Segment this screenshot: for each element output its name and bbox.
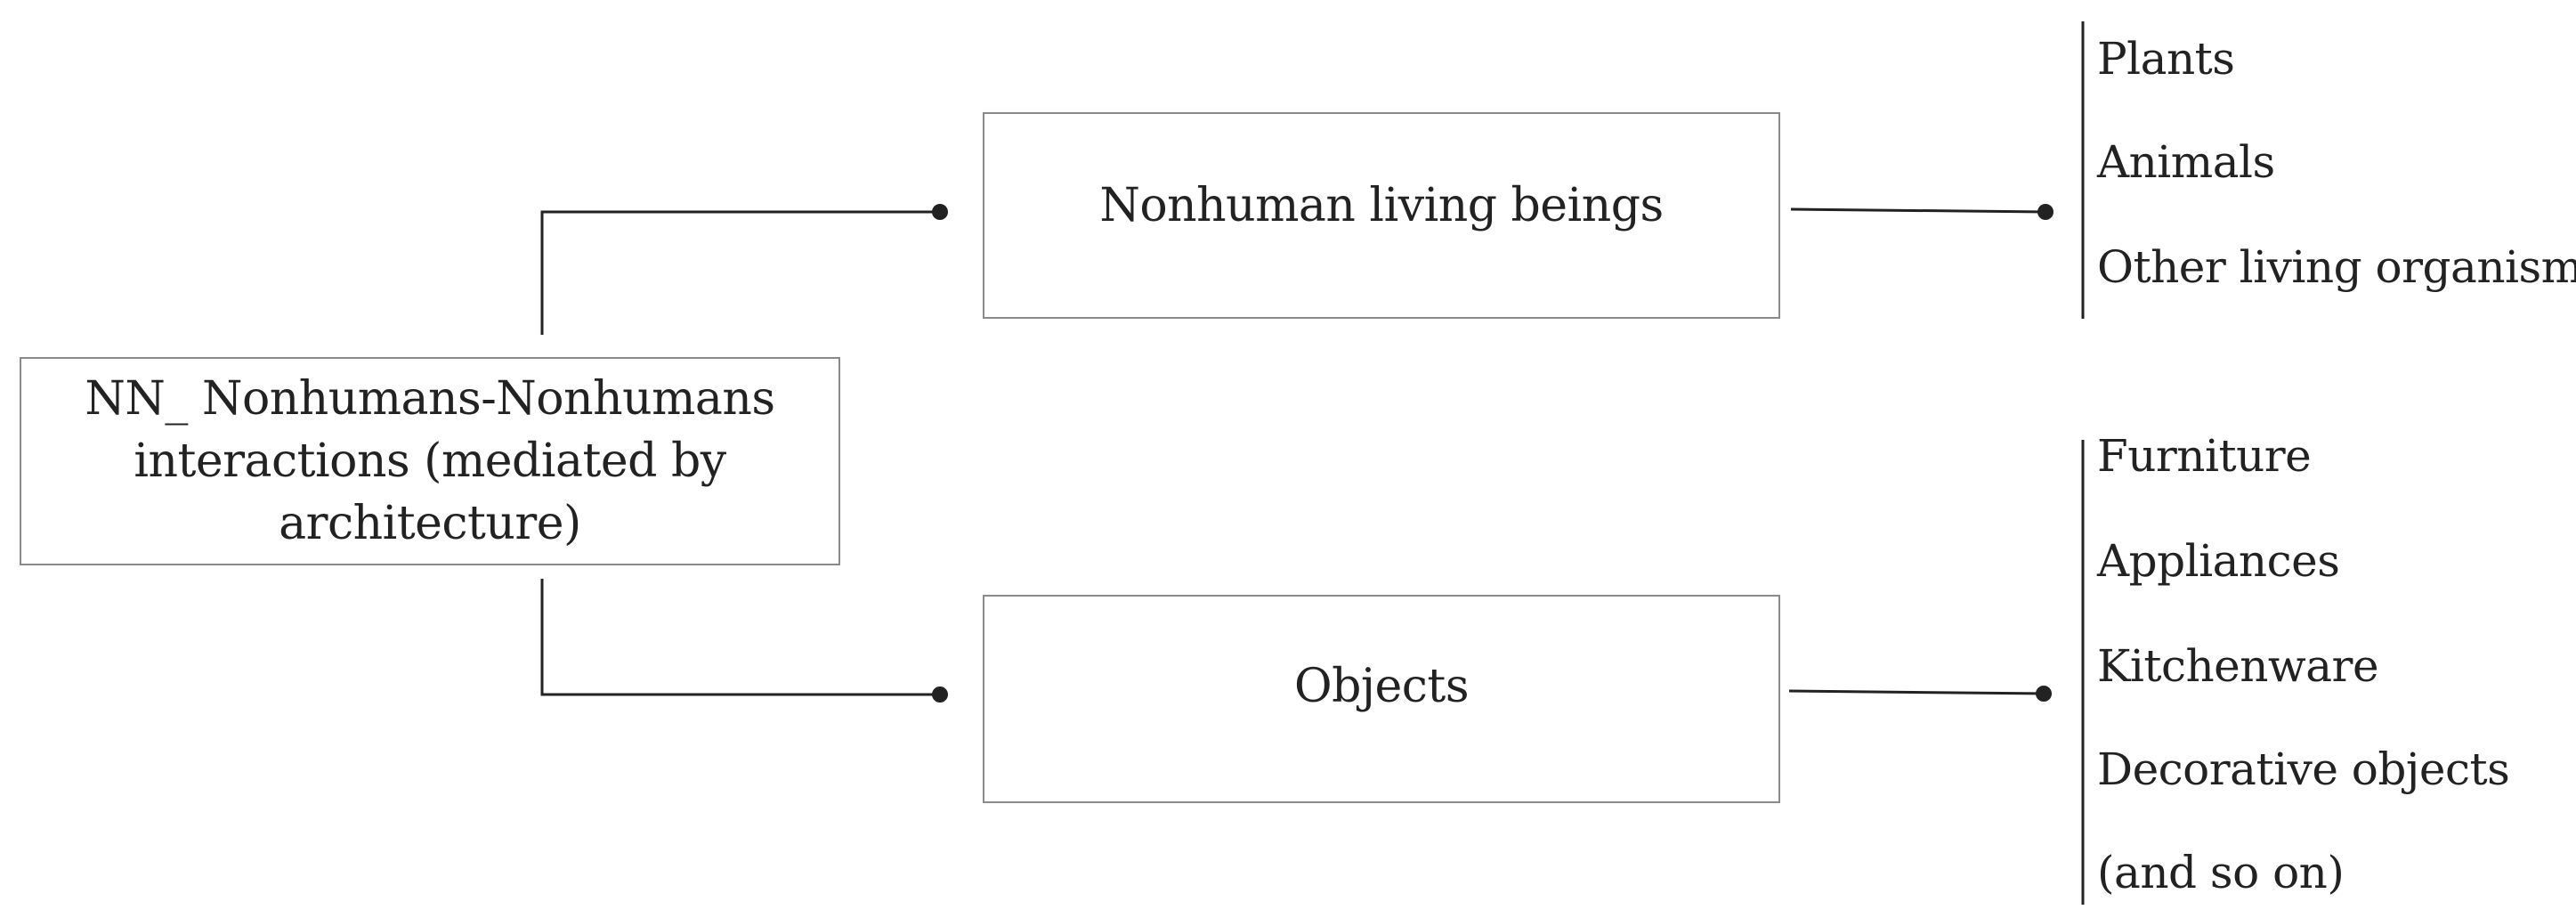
list-item-appliances: Appliances	[2097, 535, 2340, 587]
root-node-line-2: interactions (mediated by architecture)	[134, 435, 726, 550]
list-item-furniture: Furniture	[2097, 430, 2312, 482]
list-item-other-living-organisms: Other living organisms	[2097, 241, 2576, 293]
connector-root-to-objects	[540, 579, 940, 696]
root-node-line-1: NN_ Nonhumans-Nonhumans	[85, 372, 775, 426]
living-beings-node-label: Nonhuman living beings	[1099, 179, 1664, 232]
root-node-label: NN_ Nonhumans-Nonhumans interactions (me…	[21, 368, 838, 555]
objects-node-box: Objects	[983, 595, 1780, 803]
connector-objects-to-list	[1788, 689, 2043, 695]
connector-dot-living-left	[932, 204, 948, 220]
objects-node-label: Objects	[1293, 660, 1470, 713]
connector-living-to-list	[1790, 207, 2045, 214]
connector-root-to-living	[540, 210, 940, 335]
list-item-plants: Plants	[2097, 33, 2235, 85]
living-beings-node-box: Nonhuman living beings	[983, 112, 1780, 319]
connector-dot-objects-left	[932, 686, 948, 703]
list-item-and-so-on: (and so on)	[2097, 847, 2345, 898]
list-item-kitchenware: Kitchenware	[2097, 640, 2379, 692]
list-item-animals: Animals	[2097, 136, 2275, 188]
list-item-decorative-objects: Decorative objects	[2097, 743, 2510, 795]
connector-dot-living-right	[2037, 204, 2054, 220]
connector-dot-objects-right	[2036, 686, 2052, 702]
root-node-box: NN_ Nonhumans-Nonhumans interactions (me…	[20, 357, 840, 565]
